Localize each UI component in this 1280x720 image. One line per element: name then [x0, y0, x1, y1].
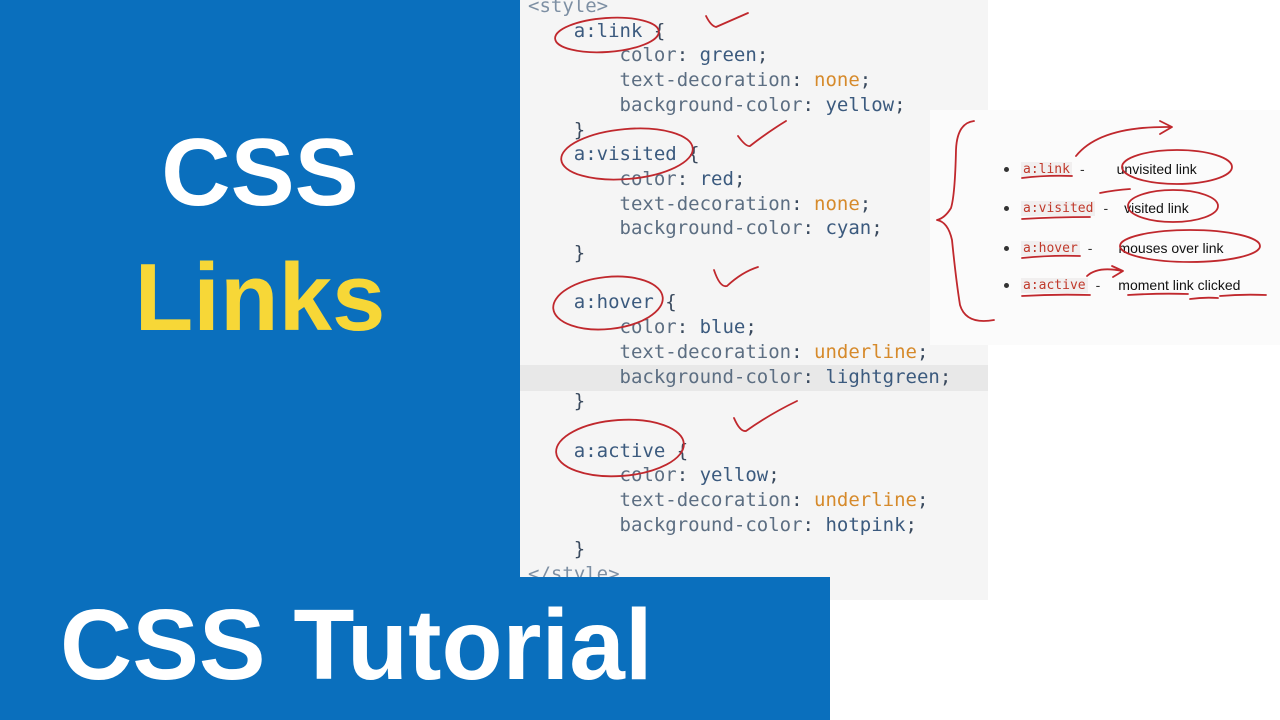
list-item-description: moment link clicked	[1118, 277, 1241, 293]
code-value: underline	[814, 340, 917, 363]
code-prop: color	[619, 316, 677, 339]
code-value: yellow	[825, 93, 895, 116]
hero-title-css: CSS	[161, 119, 359, 226]
code-panel: <style> a:link { color: green; text-deco…	[520, 0, 988, 600]
list-item-selector: a:link	[1021, 161, 1072, 177]
code-value: red	[699, 167, 734, 190]
list-item-selector: a:hover	[1021, 240, 1080, 256]
code-prop: text-decoration	[619, 340, 792, 363]
style-open-tag: <style>	[528, 0, 609, 17]
pseudo-class-list: a:link - unvisited link a:visited - visi…	[930, 110, 1280, 345]
code-value: lightgreen	[825, 365, 940, 388]
separator: -	[1087, 240, 1093, 256]
separator: -	[1079, 161, 1085, 177]
reference-panel: a:link - unvisited link a:visited - visi…	[930, 110, 1280, 345]
code-value: underline	[814, 489, 917, 512]
code-prop: color	[619, 167, 677, 190]
code-value: yellow	[699, 464, 769, 487]
list-item-selector: a:visited	[1021, 200, 1096, 216]
code-prop: color	[619, 44, 677, 67]
bullet-icon	[1004, 205, 1009, 211]
code-value: cyan	[825, 217, 872, 240]
code-prop: background-color	[619, 93, 803, 116]
code-value: hotpink	[825, 513, 906, 536]
selector-a-hover: a:hover	[573, 291, 654, 314]
code-value: none	[814, 69, 860, 92]
code-value: green	[699, 44, 757, 67]
code-block: <style> a:link { color: green; text-deco…	[528, 0, 951, 587]
bullet-icon	[1004, 245, 1009, 251]
code-prop: text-decoration	[619, 489, 792, 512]
bullet-icon	[1004, 282, 1009, 288]
list-item: a:hover - mouses over link	[1004, 238, 1224, 258]
selector-a-link: a:link	[573, 19, 643, 42]
code-prop: text-decoration	[619, 192, 792, 215]
list-item: a:visited - visited link	[1004, 198, 1189, 218]
list-item-description: visited link	[1124, 200, 1189, 216]
separator: -	[1103, 200, 1109, 216]
code-prop: background-color	[619, 513, 803, 536]
code-prop: background-color	[619, 217, 803, 240]
code-value: none	[814, 192, 860, 215]
list-item-selector: a:active	[1021, 277, 1088, 293]
list-item: a:link - unvisited link	[1004, 159, 1197, 179]
selector-a-visited: a:visited	[573, 143, 677, 166]
separator: -	[1095, 277, 1101, 293]
current-line-highlight	[520, 365, 988, 391]
list-item: a:active - moment link clicked	[1004, 275, 1240, 295]
footer-bar: CSS Tutorial	[0, 577, 830, 720]
bullet-icon	[1004, 166, 1009, 172]
selector-a-active: a:active	[573, 439, 666, 462]
list-item-description: unvisited link	[1116, 161, 1197, 177]
list-item-description: mouses over link	[1118, 240, 1224, 256]
code-prop: color	[619, 464, 677, 487]
hero-panel: CSS Links	[0, 0, 520, 577]
code-value: blue	[699, 316, 746, 339]
code-prop: background-color	[619, 365, 803, 388]
code-prop: text-decoration	[619, 69, 792, 92]
hero-title-links: Links	[134, 244, 386, 351]
footer-title: CSS Tutorial	[60, 589, 653, 701]
